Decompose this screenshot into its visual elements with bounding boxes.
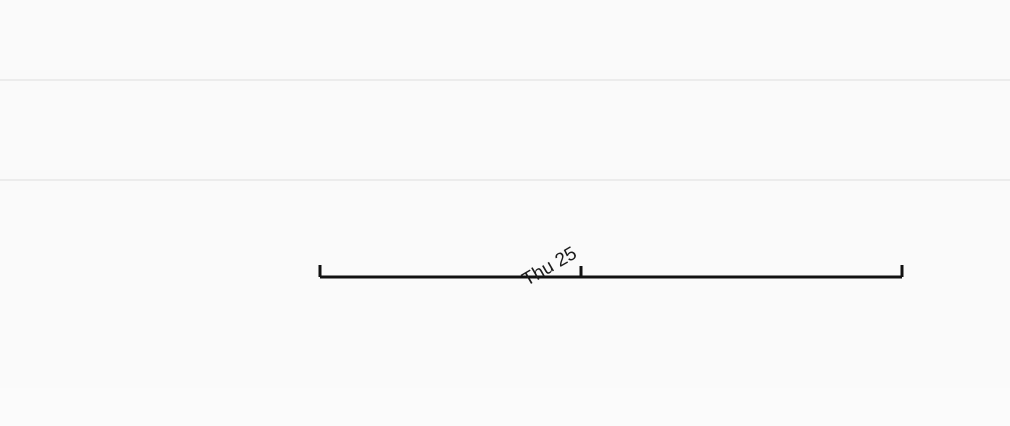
divider-above-legend [0,79,1010,81]
bottom-empty-band [0,388,1010,426]
legend-band: scheduledskippedupstream_failedup_for_re… [0,81,1010,179]
x-axis-bracket [318,265,904,279]
divider-below-legend [0,179,1010,181]
chart-band: Thu 25 [0,181,1010,426]
top-empty-band [0,0,1010,80]
